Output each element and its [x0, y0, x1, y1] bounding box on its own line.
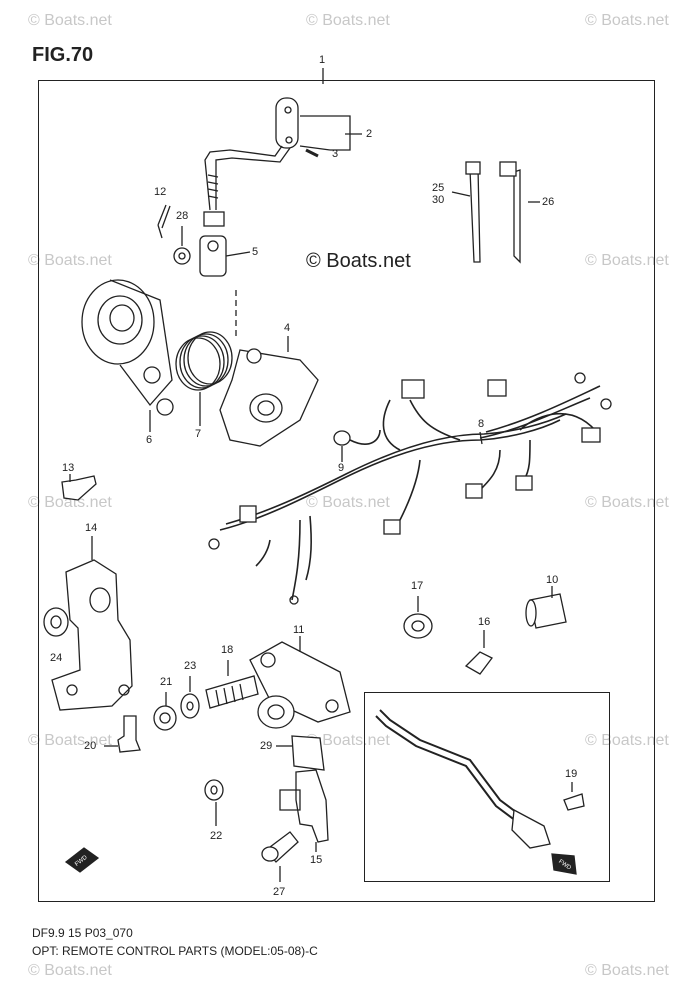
- callout-11: 11: [293, 624, 305, 636]
- throttle-rod-part: [204, 97, 299, 211]
- wire-harness-part: [219, 385, 601, 601]
- watermark: © Boats.net: [306, 494, 390, 511]
- callout-5: 5: [252, 246, 259, 258]
- callout-27: 27: [273, 886, 286, 898]
- watermark: © Boats.net: [28, 732, 112, 749]
- callout-29: 29: [260, 740, 273, 752]
- watermark: © Boats.net: [28, 252, 112, 269]
- callout-16: 16: [478, 616, 491, 628]
- watermark: © Boats.net: [306, 12, 390, 29]
- callout-18: 18: [221, 644, 234, 656]
- watermark: © Boats.net: [585, 494, 669, 511]
- callout-6: 6: [146, 434, 153, 446]
- copyright-label: © Boats.net: [306, 250, 411, 272]
- callout-3: 3: [332, 148, 339, 160]
- callout-21: 21: [160, 676, 173, 688]
- throttle-bracket-part: [219, 348, 319, 447]
- callout-20: 20: [84, 740, 97, 752]
- callout-8: 8: [478, 418, 485, 430]
- watermark: © Boats.net: [28, 962, 112, 979]
- callout-19: 19: [565, 768, 578, 780]
- callout-30: 30: [432, 194, 445, 206]
- control-plate-part: [249, 641, 351, 729]
- callout-14: 14: [85, 522, 98, 534]
- diagram-frame: [38, 80, 655, 902]
- callout-24: 24: [50, 652, 63, 664]
- callout-12: 12: [154, 186, 167, 198]
- callout-15: 15: [310, 854, 323, 866]
- callout-26: 26: [542, 196, 555, 208]
- inset-frame: [364, 692, 610, 882]
- watermark: © Boats.net: [28, 12, 112, 29]
- callout-28: 28: [176, 210, 189, 222]
- callout-4: 4: [284, 322, 291, 334]
- figure-caption: OPT: REMOTE CONTROL PARTS (MODEL:05-08)-…: [32, 944, 318, 958]
- figure-title: FIG.70: [32, 44, 94, 66]
- callout-13: 13: [62, 462, 75, 474]
- mounting-bracket-part: [51, 559, 133, 711]
- callout-1: 1: [319, 54, 326, 66]
- spring-part: [175, 331, 233, 391]
- watermark: © Boats.net: [306, 732, 390, 749]
- watermark: © Boats.net: [28, 494, 112, 511]
- callout-17: 17: [411, 580, 424, 592]
- watermark: © Boats.net: [585, 12, 669, 29]
- callout-7: 7: [195, 428, 202, 440]
- callout-10: 10: [546, 574, 559, 586]
- callout-2: 2: [366, 128, 373, 140]
- watermark: © Boats.net: [585, 252, 669, 269]
- callout-23: 23: [184, 660, 197, 672]
- callout-9: 9: [338, 462, 345, 474]
- watermark: © Boats.net: [585, 962, 669, 979]
- callout-22: 22: [210, 830, 223, 842]
- callout-25: 25: [432, 182, 445, 194]
- watermark: © Boats.net: [585, 732, 669, 749]
- cam-plate-part: [81, 279, 174, 416]
- figure-code: DF9.9 15 P03_070: [32, 926, 133, 940]
